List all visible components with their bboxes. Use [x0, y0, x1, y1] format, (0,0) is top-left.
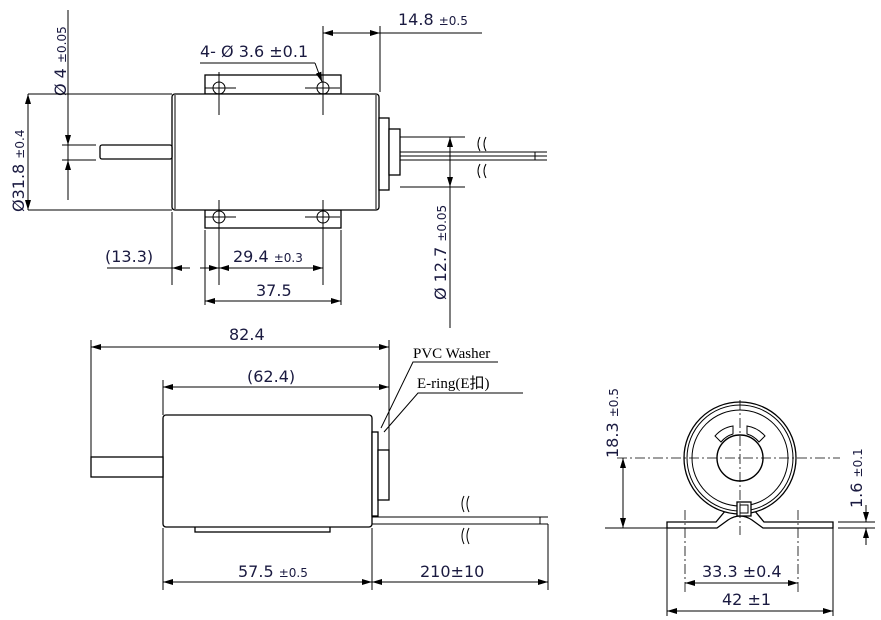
pvc-washer-label: PVC Washer	[413, 346, 490, 362]
lead-wire	[372, 516, 548, 525]
holes-label: 4- Ø 3.6 ±0.1	[200, 42, 308, 61]
side-view: 82.4 (62.4) PVC Washer E-ring(E扣) 57.5 ±…	[90, 325, 549, 590]
top-view: Ø 4 ±0.05 Ø31.8 ±0.4 4- Ø 3.6 ±0.1 14.8 …	[9, 10, 547, 328]
solenoid-body	[162, 414, 373, 528]
plunger-shaft	[90, 456, 164, 478]
hole-pitch-label: 29.4 ±0.3	[233, 247, 303, 266]
front-view: 18.3 ±0.5 1.6 ±0.1 33.3 ±0.4 42 ±1	[603, 388, 875, 616]
plunger-shaft	[99, 144, 173, 160]
rear-length-label: 14.8 ±0.5	[398, 10, 468, 29]
bottom-flange	[204, 209, 342, 229]
body-overall-label: (62.4)	[247, 367, 295, 386]
solenoid-body	[171, 93, 380, 211]
offset-label: (13.3)	[105, 247, 153, 266]
end-cap	[388, 128, 401, 176]
pvc-washer	[371, 431, 379, 517]
base-width-label: 42 ±1	[722, 590, 771, 609]
hole-span-label: 33.3 ±0.4	[702, 562, 782, 581]
center-height-label: 18.3 ±0.5	[603, 388, 622, 458]
shaft-diameter-label: Ø 4 ±0.05	[51, 26, 70, 96]
pvc-washer	[378, 117, 390, 191]
e-ring-shape	[714, 425, 766, 443]
e-ring	[377, 449, 390, 501]
overall-length-label: 82.4	[229, 325, 265, 344]
base-thickness-label: 1.6 ±0.1	[847, 448, 866, 508]
lead-wires	[400, 151, 547, 161]
flange-length-label: 37.5	[256, 281, 292, 300]
wire-break	[477, 136, 487, 179]
cap-diameter-label: Ø 12.7 ±0.05	[431, 205, 450, 300]
body-length-label: 57.5 ±0.5	[238, 562, 308, 581]
body-diameter-label: Ø31.8 ±0.4	[9, 130, 28, 212]
terminal-block	[736, 501, 752, 517]
wire-length-label: 210±10	[420, 562, 484, 581]
e-ring-label: E-ring(E扣)	[417, 375, 489, 392]
wire-break	[461, 495, 470, 545]
